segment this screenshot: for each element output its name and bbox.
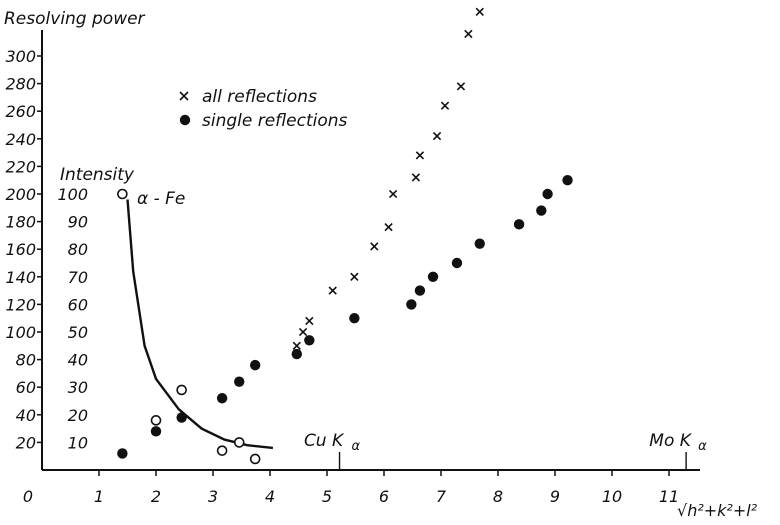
y-tick-label: 300 [5,47,36,66]
y-tick-label: 200 [5,185,36,204]
x-marker [305,316,314,326]
y2-tick-label: 70 [68,268,88,287]
filled-circle-marker [216,393,228,404]
filled-circle-marker [291,348,302,360]
x-marker [292,341,301,350]
legend-marker-x [179,91,189,101]
y2-tick-label: 100 [57,185,88,204]
y-tick-label: 100 [5,323,36,342]
x-tick-label: 1 [94,487,104,506]
legend-label-single-reflections: single reflections [202,111,348,131]
x-marker [411,173,421,182]
fe-curve-label: α - Fe [137,189,185,209]
x-tick-label: 4 [265,487,275,506]
open-circle-marker [216,445,228,456]
y2-tick-label: 10 [68,433,88,452]
tick-labels: 0 1 2 3 4 5 6 7 8 9 10 11 20 40 60 80 100 120 140 160 180 200… [5,47,679,506]
x-marker [456,82,466,91]
y-tick-label: 240 [5,130,36,149]
x-tick-label: 10 [602,487,622,506]
x-marker [464,29,473,39]
y2-tick-label: 40 [68,351,88,370]
y-tick-label: 20 [16,433,36,452]
y2-tick-label: 90 [68,213,88,232]
x-tick-label: 6 [379,487,389,506]
mo-k-alpha-label: Mo K [649,431,692,451]
x-marker [370,242,379,251]
y2-tick-label: 30 [68,378,88,397]
filled-circle-marker [474,238,485,249]
filled-circle-marker [117,448,128,459]
filled-circle-marker [414,285,426,296]
filled-circle-marker [304,335,315,346]
filled-circle-marker [249,359,261,371]
y-axis-label: Resolving power [4,9,146,29]
y-tick-label: 220 [5,157,36,176]
x-tick-label: 9 [550,487,560,506]
filled-circle-marker [150,426,162,437]
open-circle-marker [117,188,128,200]
y-tick-label: 60 [16,378,36,397]
annotations: Cu K α Mo K α [304,431,707,470]
annotation-subscript: α [698,439,707,454]
open-circle-marker [150,415,162,426]
x-tick-label: 7 [436,487,447,506]
filled-circle-marker [542,188,553,200]
y-tick-label: 180 [5,213,36,232]
annotation-subscript: α [352,439,361,454]
tick-marks [37,55,670,476]
x-marker [475,7,484,17]
x-tick-label: 8 [493,487,503,506]
filled-circle-marker [451,257,463,269]
filled-circle-marker [349,313,360,324]
cu-k-alpha-label: Cu K [304,431,345,451]
x-tick-label: 0 [23,487,33,506]
x-marker [432,131,442,141]
x-marker [415,151,425,160]
y-tick-label: 160 [5,240,36,259]
filled-circle-marker [513,219,525,230]
y-tick-label: 140 [5,268,36,287]
filled-circle-marker [234,376,245,387]
axes [41,30,700,471]
x-marker [440,101,450,110]
x-axis-label-text: √h²+k²+l² [677,501,758,520]
x-marker [350,272,359,281]
filled-circle-marker [562,175,573,186]
y2-tick-label: 60 [68,295,88,314]
legend-marker-filled-circle [179,114,191,126]
filled-circle-marker [406,299,417,310]
y2-axis-label: Intensity [60,165,135,185]
y-tick-label: 40 [16,406,36,425]
x-marker [328,286,337,295]
x-marker [384,222,393,232]
data-points [117,7,573,465]
x-tick-label: 3 [208,487,218,506]
x-tick-label: 5 [322,487,332,506]
y-tick-label: 280 [5,75,36,94]
filled-circle-marker [536,205,547,216]
x-axis-label: √h²+k²+l² [677,501,758,520]
x-tick-label: 2 [151,487,161,506]
x-marker [298,327,308,337]
open-circle-marker [233,437,245,448]
fe-intensity-curve [126,199,274,450]
y-tick-label: 80 [16,351,36,370]
open-circle-marker [249,453,261,465]
filled-circle-marker [176,412,187,423]
y2-tick-label: 80 [68,240,88,259]
y2-tick-label: 20 [68,406,88,425]
legend: all reflections single reflections [179,87,348,131]
y2-tick-label: 50 [68,323,88,342]
legend-label-all-reflections: all reflections [202,87,317,107]
y-tick-label: 120 [5,295,36,314]
y-tick-label: 260 [5,102,36,121]
open-circle-marker [176,384,187,396]
x-marker [388,189,398,199]
filled-circle-marker [427,271,439,282]
x-tick-label: 11 [659,487,679,506]
